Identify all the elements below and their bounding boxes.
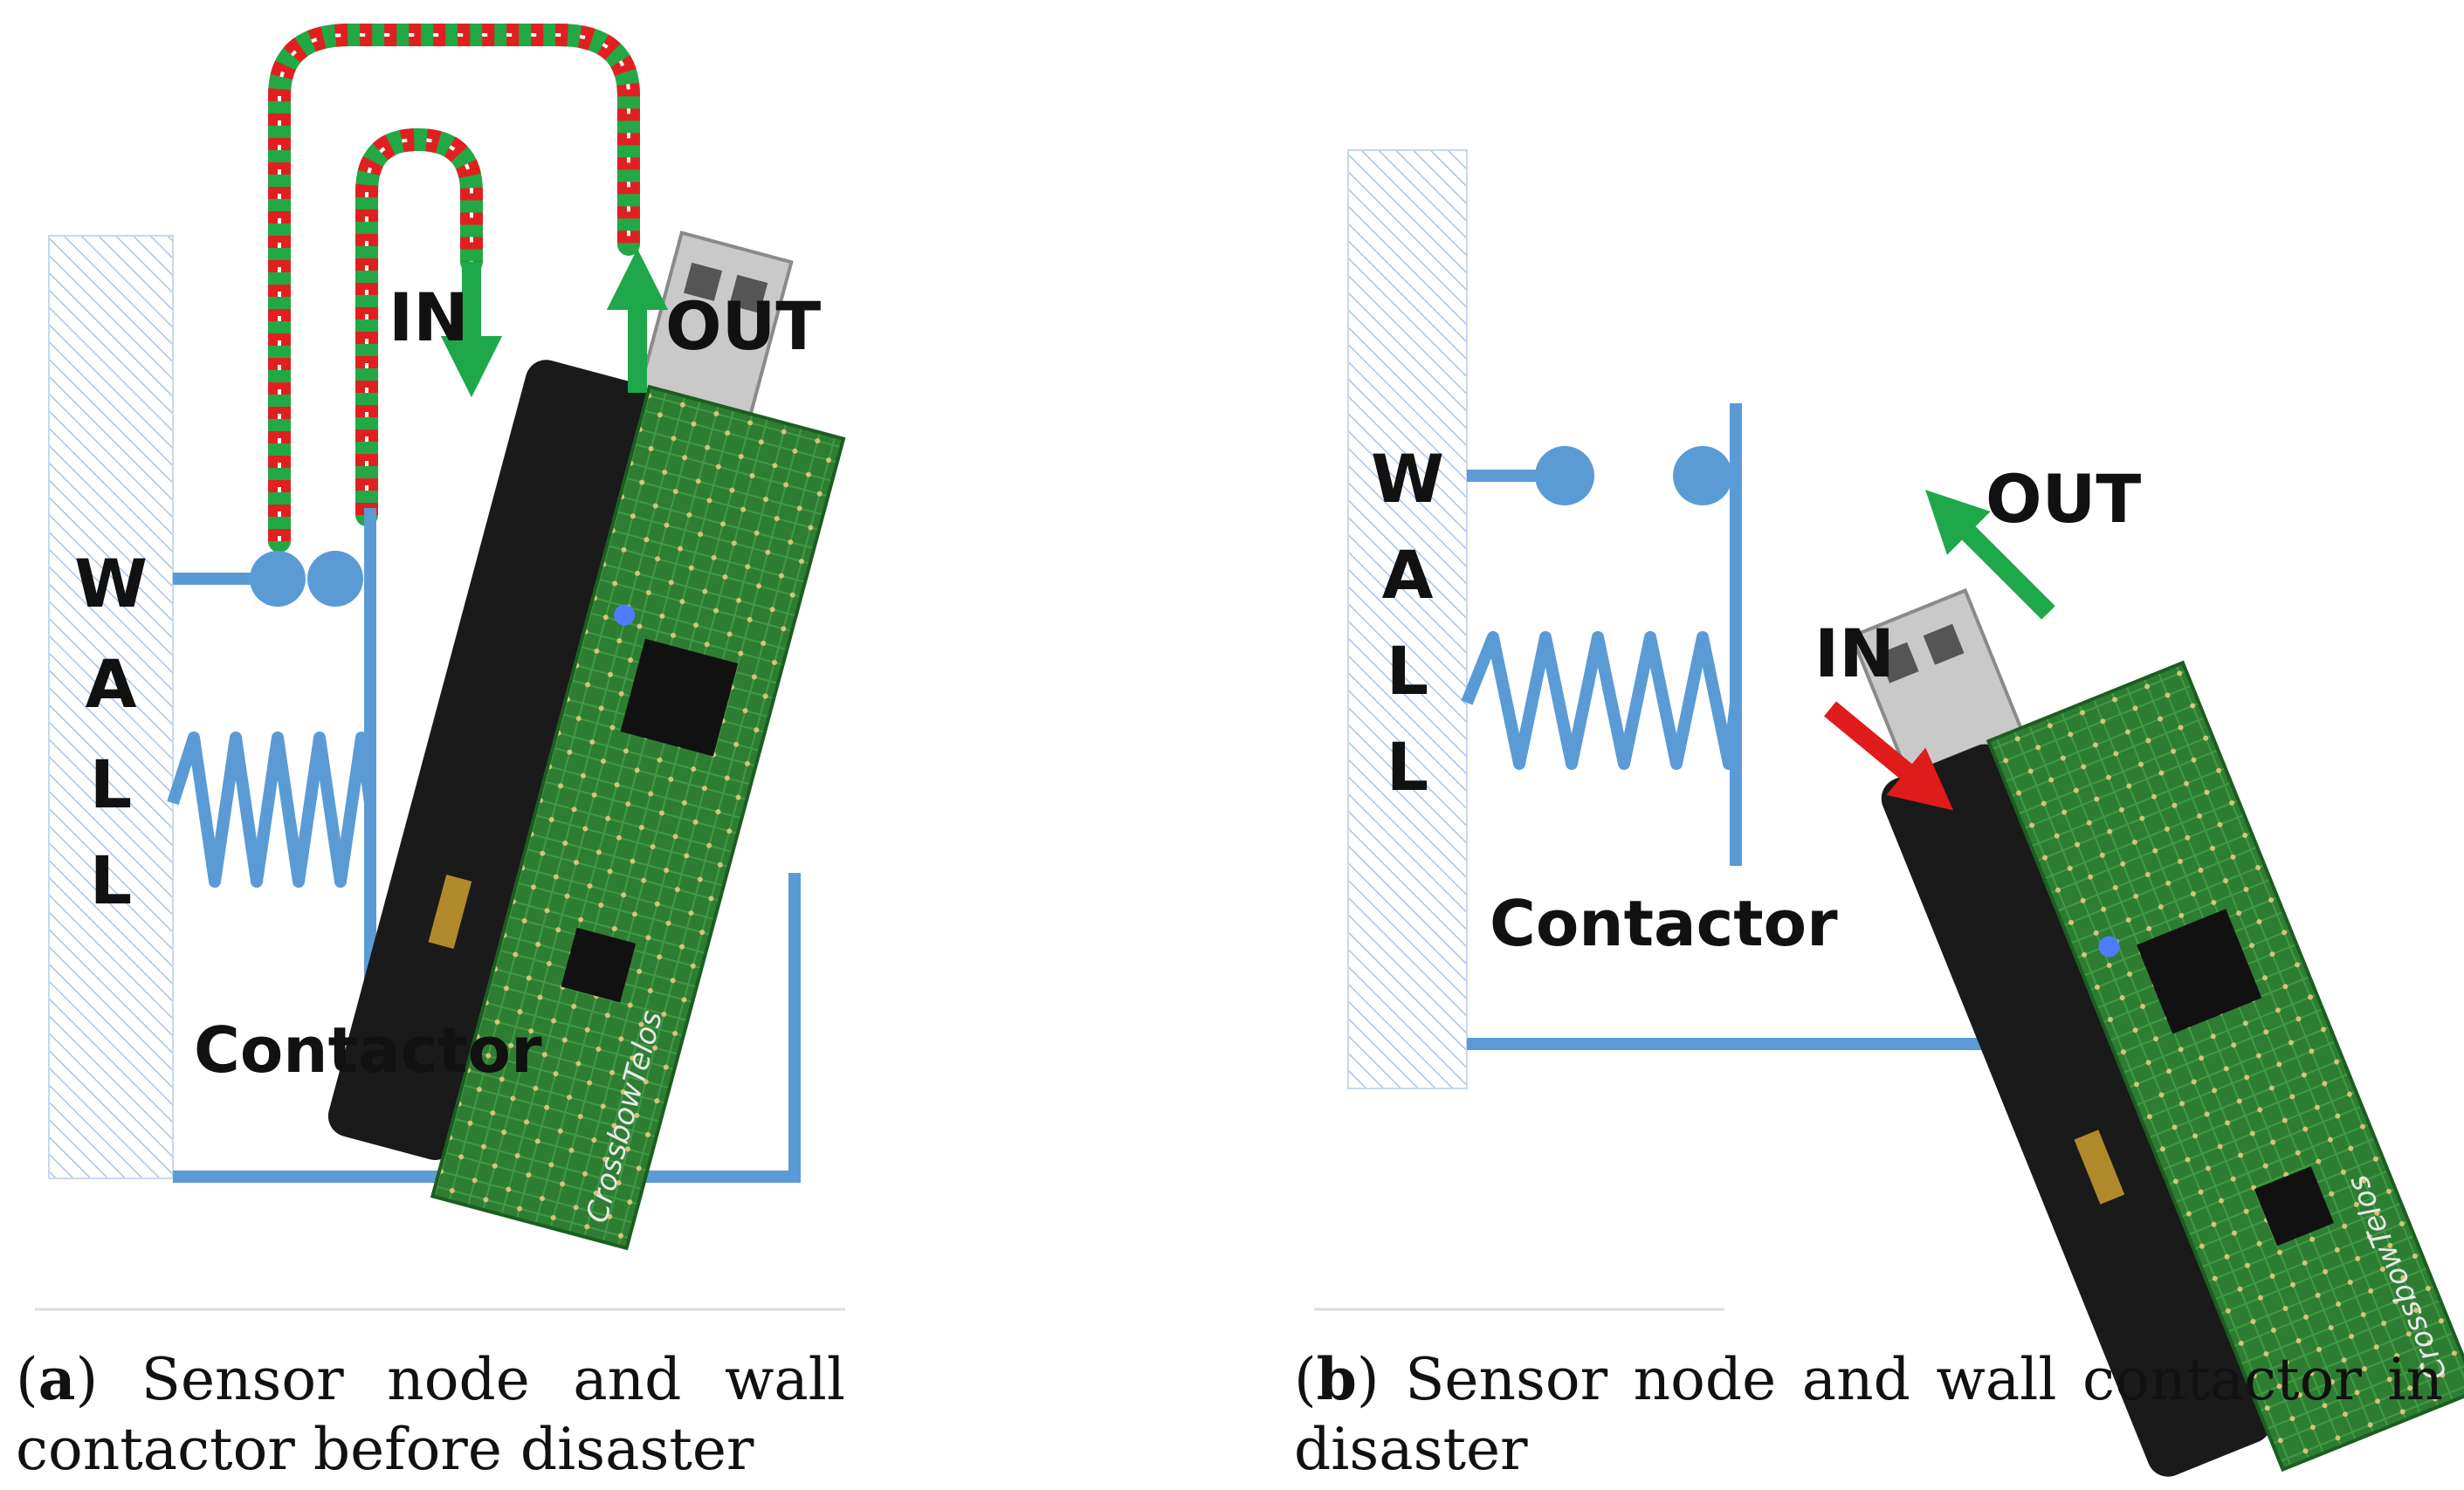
out-label: OUT [665,287,821,365]
out-arrow [1925,490,2055,620]
out-label: OUT [1986,460,2141,538]
caption-b-line2: disaster [1294,1416,1528,1483]
contactor-label: Contactor [194,1013,542,1087]
wall-letter-w: W [1371,440,1444,518]
in-label: IN [389,278,469,356]
in-arrow [1824,701,1954,811]
in-label: IN [1814,615,1895,692]
caption-a-line2: contactor before disaster [16,1416,754,1483]
caption-a-line1: (a) Sensor node and wall [16,1345,845,1413]
wall-letter-l1: L [90,745,132,823]
caption-b-line1: (b) Sensor node and wall contactor in [1294,1345,2443,1413]
wall-letter-l2: L [90,841,132,919]
spring-zigzag [1461,631,1742,770]
spring-zigzag [167,731,376,888]
panel-a: CrossbowTelos IN OUT W A L L Contactor [35,24,846,1311]
contactor-label: Contactor [1490,887,1838,960]
contact-ball-right [307,551,363,607]
cable-loop-outer [268,24,640,553]
pcb-board [430,384,846,1251]
status-led [2098,936,2120,958]
wall-letter-l2: L [1387,728,1428,806]
sensor-node-a: CrossbowTelos [327,230,846,1251]
sensor-node-b: CrossbowTelos [1849,587,2464,1477]
wall-letter-a: A [86,645,137,723]
contact-ball-right [1673,446,1732,505]
battery-case [1881,744,2272,1477]
caption-a: (a) Sensor node and wall contactor befor… [16,1344,845,1485]
panel-b: CrossbowTelos OUT IN W A L L Contactor [1314,149,2464,1477]
contact-ball-left [250,551,306,607]
wall-letter-w: W [74,545,148,622]
caption-b: (b) Sensor node and wall contactor in di… [1294,1344,2443,1485]
pcb-board [1986,660,2464,1473]
wall-hatched-block [1347,149,1468,1089]
ground-rail [173,873,801,1183]
battery-case [327,360,654,1160]
wall-letter-a: A [1382,536,1434,614]
caption-b-tag: (b) [1294,1345,1380,1413]
wall-letter-l1: L [1387,632,1428,710]
caption-a-tag: (a) [16,1345,99,1413]
wall-hatched-block [48,235,174,1179]
status-led [614,604,636,626]
contact-ball-left [1535,446,1594,505]
cable-loop-inner [355,127,483,526]
